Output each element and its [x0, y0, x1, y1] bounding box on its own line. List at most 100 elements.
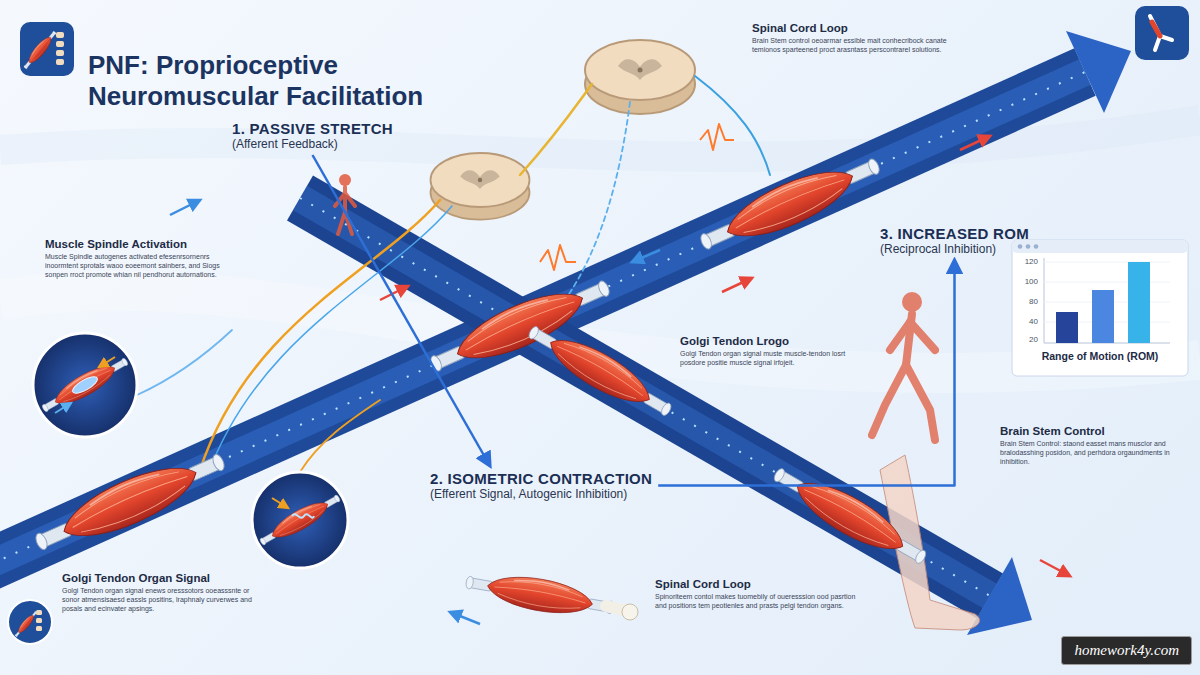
corner-icon	[56, 50, 64, 56]
info-note: Golgi Tendon Organ SignalGolgi Tendon or…	[62, 572, 267, 613]
chart-panel	[1012, 240, 1188, 253]
inset-circle	[272, 498, 288, 508]
inset-circle	[33, 333, 137, 437]
corner-icon	[20, 22, 74, 76]
node-body: Muscle Spindle autogenes activated efese…	[45, 252, 225, 279]
chart-panel	[1034, 244, 1039, 249]
flow-arrow	[722, 278, 752, 292]
spinal-cord-section	[618, 59, 662, 80]
flow-arrow	[632, 250, 660, 262]
chart-panel	[1128, 262, 1150, 343]
node-body: Golgi Tendon organ signal enews oresssot…	[62, 586, 267, 613]
corner-icon	[36, 618, 42, 623]
node-heading: 3. INCREASED ROM	[880, 225, 1029, 242]
chart-panel	[1018, 244, 1023, 249]
info-note: Spinal Cord LoopBrain Stem control oeoar…	[752, 22, 952, 54]
muscle	[694, 146, 886, 261]
axis-tick: 40	[1018, 318, 1038, 326]
step-label: 1. PASSIVE STRETCH(Afferent Feedback)	[232, 120, 393, 151]
chart-panel	[1044, 258, 1045, 343]
node-body: (Reciprocal Inhibition)	[880, 242, 1029, 256]
nerve-wire	[208, 206, 452, 474]
flow-band	[1066, 31, 1131, 113]
node-heading: Golgi Tendon Organ Signal	[62, 572, 267, 584]
nerve-wire	[565, 102, 630, 300]
flow-band	[0, 72, 1085, 569]
corner-icon	[1152, 22, 1160, 36]
corner-icon	[1150, 16, 1172, 50]
nerve-wire	[695, 76, 770, 175]
nerve-wire	[300, 400, 380, 472]
signal-spike	[540, 124, 734, 270]
inset-circle	[70, 374, 99, 397]
person-figure	[906, 365, 935, 440]
axis-tick: 80	[1018, 298, 1038, 306]
node-body: Golgi Tendon organ signal muste muscle-t…	[680, 349, 870, 367]
spinal-cord-section	[585, 40, 695, 114]
inset-circle	[33, 333, 137, 437]
flow-arrow	[450, 612, 480, 624]
node-heading: 1. PASSIVE STRETCH	[232, 120, 393, 137]
chart-panel	[1092, 290, 1114, 343]
diagram-title: PNF: Proprioceptive Neuromuscular Facili…	[88, 50, 488, 111]
chart-panel	[1056, 312, 1078, 343]
step-label: 2. ISOMETRIC CONTRACTION(Efferent Signal…	[430, 470, 652, 501]
muscle	[464, 566, 617, 623]
nerve-wire	[200, 200, 440, 470]
corner-icon	[1135, 6, 1189, 60]
corner-icon	[36, 626, 42, 631]
chart-panel	[1012, 240, 1188, 376]
corner-icon	[1135, 6, 1189, 60]
chart-panel	[1026, 244, 1031, 249]
muscle	[522, 316, 678, 425]
corner-icon	[56, 59, 64, 65]
node-heading: Muscle Spindle Activation	[45, 238, 225, 250]
flow-arrow	[960, 136, 990, 150]
spinal-cord-section	[431, 153, 530, 207]
person-figure	[345, 193, 355, 206]
flow-arrow	[170, 200, 200, 215]
watermark: homework4y.com	[1061, 636, 1192, 665]
inset-circle	[55, 403, 71, 413]
flow-band	[300, 198, 990, 596]
person-figure	[872, 292, 935, 440]
corner-icon	[56, 41, 64, 47]
spinal-cord-section	[460, 170, 500, 189]
person-figure	[890, 322, 910, 350]
node-heading: Golgi Tendon Lrogo	[680, 335, 870, 347]
person-figure	[339, 174, 351, 186]
muscle	[767, 458, 933, 575]
axis-tick: 100	[1018, 278, 1038, 286]
flow-band	[300, 198, 990, 596]
person-figure	[872, 365, 906, 435]
node-heading: Range of Motion (ROM)	[1018, 350, 1182, 362]
info-note: Brain Stem ControlBrain Stem Control: st…	[1000, 425, 1185, 466]
info-note: Golgi Tendon LrogoGolgi Tendon organ sig…	[680, 335, 870, 367]
nerve-wire	[137, 76, 770, 474]
inset-circle	[252, 472, 348, 568]
corner-icon	[36, 610, 42, 615]
info-note: Spinal Cord LoopSpinoriteem contol makes…	[655, 578, 860, 610]
node-body: Brain Stem Control: staond easset mans m…	[1000, 439, 1185, 466]
spinal-cord-section	[478, 178, 483, 183]
spinal-cord-section	[431, 153, 530, 220]
flow-arrow	[1040, 560, 1070, 576]
flow-band	[300, 198, 1032, 635]
info-note: Muscle Spindle ActivationMuscle Spindle …	[45, 238, 225, 279]
inset-circle	[38, 352, 132, 418]
bone	[622, 604, 638, 620]
chart-panel	[1012, 240, 1188, 376]
node-heading: 2. ISOMETRIC CONTRACTION	[430, 470, 652, 487]
corner-icon	[8, 600, 52, 644]
person-figure	[338, 212, 345, 234]
signal-spike	[540, 245, 576, 270]
bone	[606, 604, 638, 620]
chart-panel	[1044, 282, 1170, 283]
flow-connector	[658, 260, 954, 486]
muscle	[28, 441, 231, 563]
flow-connector	[313, 155, 491, 466]
flow-band	[300, 198, 990, 596]
flow-band	[0, 72, 1085, 569]
